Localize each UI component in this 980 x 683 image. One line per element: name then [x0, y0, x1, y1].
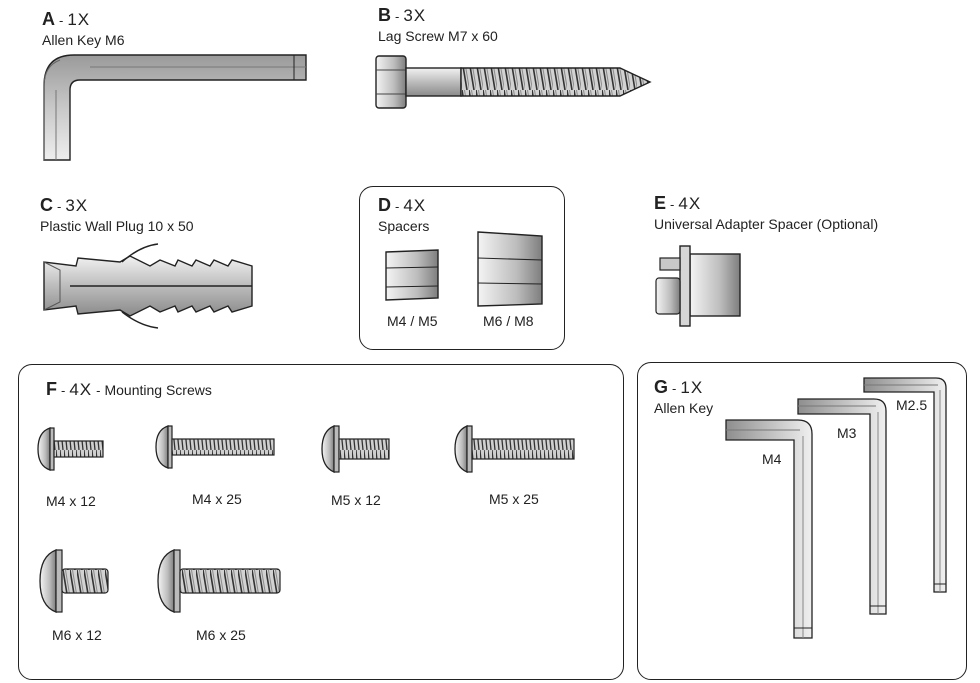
spacer-label-m6-m8: M6 / M8: [483, 313, 534, 329]
part-f-dash-2: -: [96, 383, 101, 398]
part-b-description: Lag Screw M7 x 60: [378, 28, 498, 44]
part-a-dash: -: [59, 13, 64, 28]
part-g-description: Allen Key: [654, 400, 714, 416]
part-c-header: C-3X Plastic Wall Plug 10 x 50: [40, 196, 194, 234]
part-e-letter: E: [654, 193, 667, 213]
part-b-dash: -: [395, 9, 400, 24]
screw-label-m4x12: M4 x 12: [46, 493, 96, 509]
screw-label-m5x25: M5 x 25: [489, 491, 539, 507]
screw-label-m4x25: M4 x 25: [192, 491, 242, 507]
part-f-dash: -: [61, 383, 66, 398]
part-c-quantity: 3X: [65, 196, 89, 215]
allen-key-label-m4: M4: [762, 451, 782, 467]
part-d-letter: D: [378, 195, 391, 215]
part-e-description: Universal Adapter Spacer (Optional): [654, 216, 879, 232]
part-g-header: G-1X Allen Key: [654, 378, 713, 416]
spacer-label-m4-m5: M4 / M5: [387, 313, 438, 329]
part-b-header: B-3X Lag Screw M7 x 60: [378, 6, 498, 44]
part-e-dash: -: [670, 197, 675, 212]
part-e-quantity: 4X: [678, 194, 702, 213]
part-d-box: [359, 186, 565, 350]
part-a-letter: A: [42, 9, 55, 29]
part-a-description: Allen Key M6: [42, 32, 125, 48]
part-f-title: Mounting Screws: [104, 382, 212, 398]
part-g-quantity: 1X: [680, 378, 704, 397]
part-a-quantity: 1X: [67, 10, 91, 29]
part-a-header: A-1X Allen Key M6: [42, 10, 124, 48]
part-f-letter: F: [46, 379, 57, 399]
part-g-dash: -: [672, 381, 677, 396]
screw-label-m6x25: M6 x 25: [196, 627, 246, 643]
part-d-quantity: 4X: [403, 196, 427, 215]
screw-label-m6x12: M6 x 12: [52, 627, 102, 643]
part-c-dash: -: [57, 199, 62, 214]
part-c-description: Plastic Wall Plug 10 x 50: [40, 218, 194, 234]
part-d-header: D-4X Spacers: [378, 196, 429, 234]
part-b-quantity: 3X: [403, 6, 427, 25]
part-d-description: Spacers: [378, 218, 430, 234]
part-b-letter: B: [378, 5, 391, 25]
allen-key-label-m2-5: M2.5: [896, 397, 928, 413]
part-c-letter: C: [40, 195, 53, 215]
part-f-box: [18, 364, 624, 680]
allen-key-label-m3: M3: [837, 425, 857, 441]
part-d-dash: -: [395, 199, 400, 214]
part-f-header: F-4X-Mounting Screws: [46, 380, 212, 400]
screw-label-m5x12: M5 x 12: [331, 492, 381, 508]
part-g-box: [637, 362, 967, 680]
part-e-header: E-4X Universal Adapter Spacer (Optional): [654, 194, 878, 232]
part-f-quantity: 4X: [69, 380, 93, 399]
part-g-letter: G: [654, 377, 669, 397]
